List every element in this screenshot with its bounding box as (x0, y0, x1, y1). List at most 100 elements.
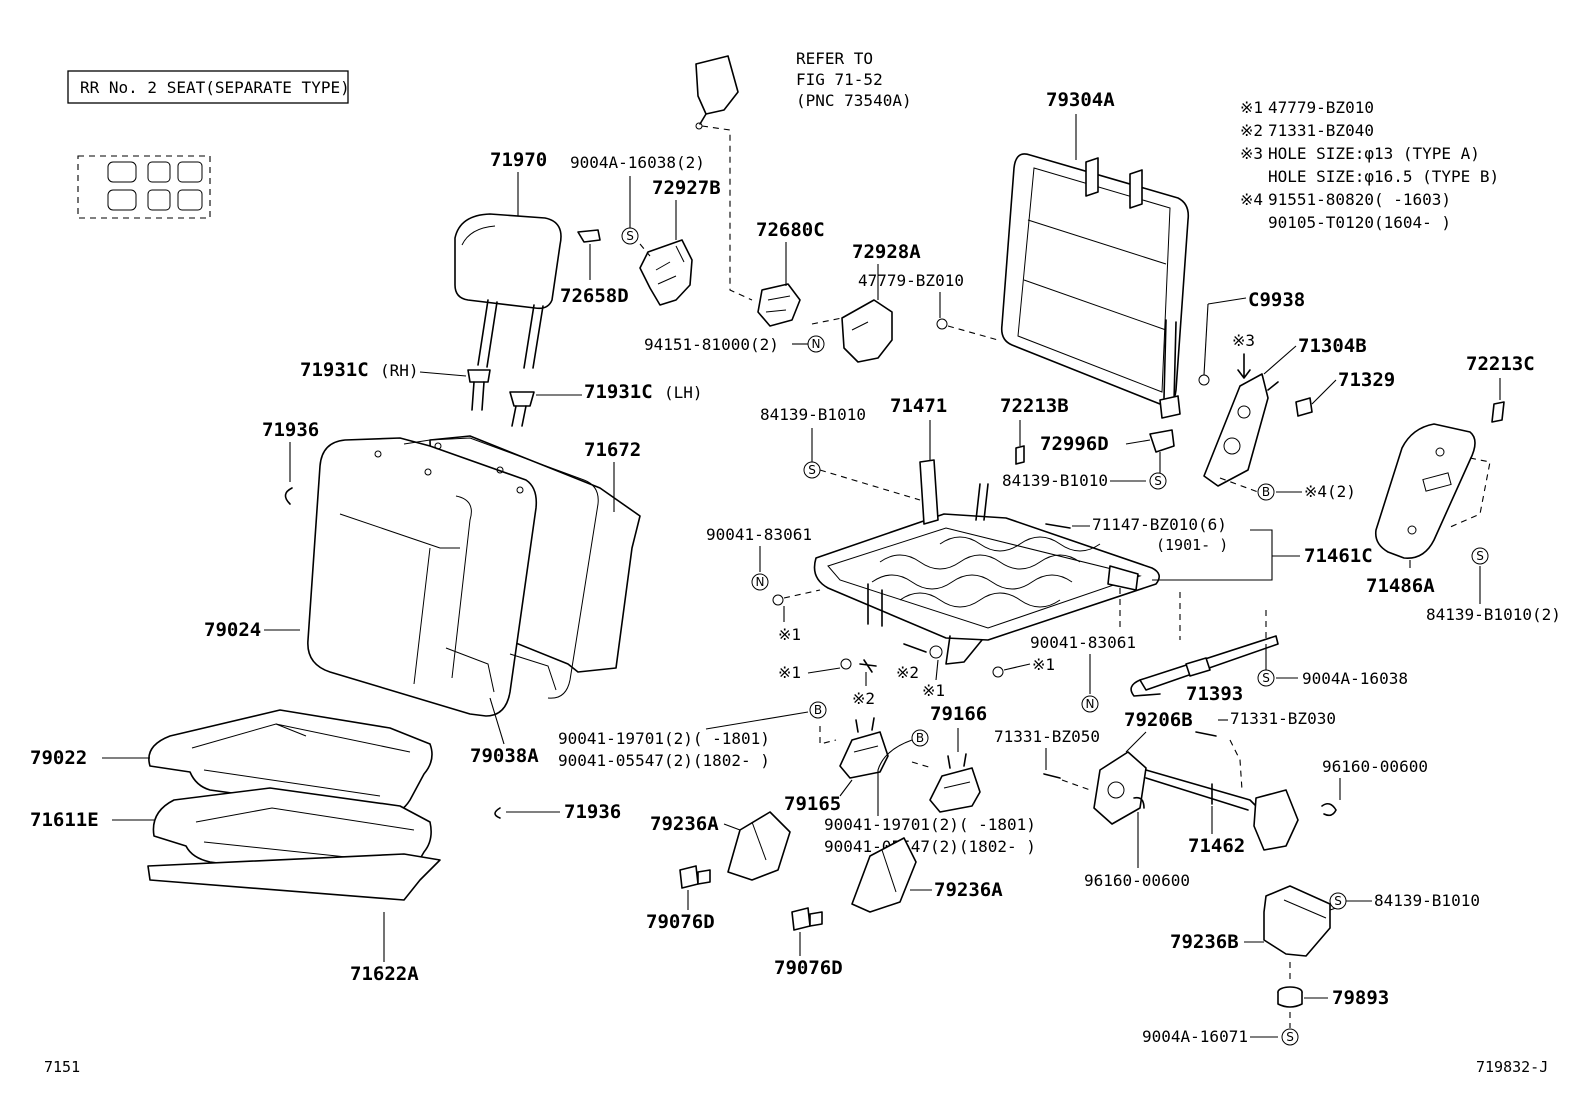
marker-b-90041-a: B (809, 701, 827, 719)
title-box: RR No. 2 SEAT(SEPARATE TYPE) (67, 70, 350, 104)
label-94151-81000-2: 94151-81000(2) (644, 335, 779, 354)
label-79165: 79165 (784, 793, 841, 815)
marker-s-9004A-16071: S (1281, 1028, 1299, 1046)
note-2-text: 71331-BZ040 (1268, 121, 1374, 140)
hinge-bracket-71304B (1203, 373, 1279, 487)
marker-letter: N (756, 575, 765, 589)
label-x3: ※3 (1232, 331, 1255, 350)
seat-frame-71461C (813, 483, 1160, 665)
footer-right-code: 719832-J (1476, 1058, 1548, 1076)
label-79076D-b: 79076D (774, 957, 843, 979)
note-4-text: 91551-80820( -1603) (1268, 190, 1451, 209)
marker-b-90041-b: B (911, 729, 929, 747)
label-71462: 71462 (1188, 835, 1245, 857)
leg-79165 (839, 717, 889, 779)
lock-cover-72927B (639, 239, 693, 306)
label-79893: 79893 (1332, 987, 1389, 1009)
label-9004A-16038-2: 9004A-16038(2) (570, 153, 705, 172)
marker-letter: N (812, 337, 821, 351)
marker-s-84139-a: S (803, 461, 821, 479)
seat-bottom-sheet-71622A (147, 853, 441, 901)
label-71461C: 71461C (1304, 545, 1373, 567)
label-71611E: 71611E (30, 809, 99, 831)
label-79206B: 79206B (1124, 709, 1193, 731)
title-text: RR No. 2 SEAT(SEPARATE TYPE) (80, 78, 350, 97)
leg-cover-79236A-a (727, 811, 791, 881)
stopper-79893 (1277, 986, 1303, 1008)
label-72658D: 72658D (560, 285, 629, 307)
label-72213C: 72213C (1466, 353, 1535, 375)
seat-locator-icon (77, 155, 211, 219)
note-3-text: HOLE SIZE:φ13 (TYPE A) (1268, 144, 1480, 163)
label-71331-BZ030: 71331-BZ030 (1230, 709, 1336, 728)
label-79304A: 79304A (1046, 89, 1115, 111)
label-90041-05547-a: 90041-05547(2)(1802- ) (558, 751, 770, 770)
marker-letter: S (1476, 549, 1484, 563)
label-71936-b: 71936 (564, 801, 621, 823)
stopper-79076D-a (679, 865, 711, 889)
refer-line-1: REFER TO (796, 49, 873, 68)
label-x1-c: ※1 (922, 681, 945, 700)
seatback-cover-79024 (307, 437, 599, 717)
label-72213B: 72213B (1000, 395, 1069, 417)
pin-72213B (1015, 445, 1025, 465)
marker-n-90041-83061-a: N (751, 573, 769, 591)
label-71936-a: 71936 (262, 419, 319, 441)
label-9004A-16071: 9004A-16071 (1142, 1027, 1248, 1046)
refer-note: REFER TO FIG 71-52 (PNC 73540A) (796, 49, 912, 110)
label-71471: 71471 (890, 395, 947, 417)
label-90041-19701-b: 90041-19701(2)( -1801) (824, 815, 1036, 834)
seatback-frame-79304A (1000, 153, 1190, 419)
refer-line-2: FIG 71-52 (796, 70, 883, 89)
side-cover-71486A (1374, 423, 1476, 559)
label-x2-b: ※2 (896, 663, 919, 682)
note-4-mark: ※4 (1240, 190, 1263, 209)
marker-letter: S (1286, 1030, 1294, 1044)
label-71304B: 71304B (1298, 335, 1367, 357)
marker-letter: S (1334, 894, 1342, 908)
marker-letter: S (1262, 671, 1270, 685)
note-3-mark: ※3 (1240, 144, 1263, 163)
footer-left-code: 7151 (44, 1058, 80, 1076)
label-79236B: 79236B (1170, 931, 1239, 953)
clip-72996D (1149, 429, 1175, 453)
cover-71471 (919, 420, 939, 525)
marker-letter: B (1262, 485, 1270, 499)
label-x1-d: ※1 (1032, 655, 1055, 674)
leg-cover-79236A-b (851, 837, 917, 913)
notes-block: ※1 47779-BZ010 ※2 71331-BZ040 ※3 HOLE SI… (1240, 98, 1499, 232)
label-71931C-rh: 71931C (300, 359, 369, 381)
label-79038A: 79038A (470, 745, 539, 767)
bolt-71329 (1295, 397, 1313, 417)
label-x2-a: ※2 (852, 689, 875, 708)
cover-72928A (841, 264, 893, 363)
label-x1-a: ※1 (778, 625, 801, 644)
label-71329: 71329 (1338, 369, 1395, 391)
marker-letter: B (814, 703, 822, 717)
marker-letter: B (916, 731, 924, 745)
label-79076D-a: 79076D (646, 911, 715, 933)
marker-s-9004A-16038: S (1257, 669, 1275, 687)
label-71931C-lh: 71931C (584, 381, 653, 403)
label-x1-b: ※1 (778, 663, 801, 682)
label-79236A-b: 79236A (934, 879, 1003, 901)
label-96160-00600-b: 96160-00600 (1084, 871, 1190, 890)
stopper-79076D-b (791, 907, 823, 931)
label-90041-83061-a: 90041-83061 (706, 525, 812, 544)
label-72927B: 72927B (652, 177, 721, 199)
marker-letter: S (808, 463, 816, 477)
label-79024: 79024 (204, 619, 261, 641)
marker-letter: N (1086, 697, 1095, 711)
seatbelt-buckle (695, 55, 739, 130)
label-rh: (RH) (380, 361, 419, 380)
clip-72658D (577, 229, 601, 243)
clip-71936-a (284, 487, 293, 505)
label-71486A: 71486A (1366, 575, 1435, 597)
refer-line-3: (PNC 73540A) (796, 91, 912, 110)
note-4b-text: 90105-T0120(1604- ) (1268, 213, 1451, 232)
label-47779-BZ010: 47779-BZ010 (858, 271, 964, 290)
label-71622A: 71622A (350, 963, 419, 985)
label-71393: 71393 (1186, 683, 1243, 705)
label-79166: 79166 (930, 703, 987, 725)
label-90041-83061-b: 90041-83061 (1030, 633, 1136, 652)
